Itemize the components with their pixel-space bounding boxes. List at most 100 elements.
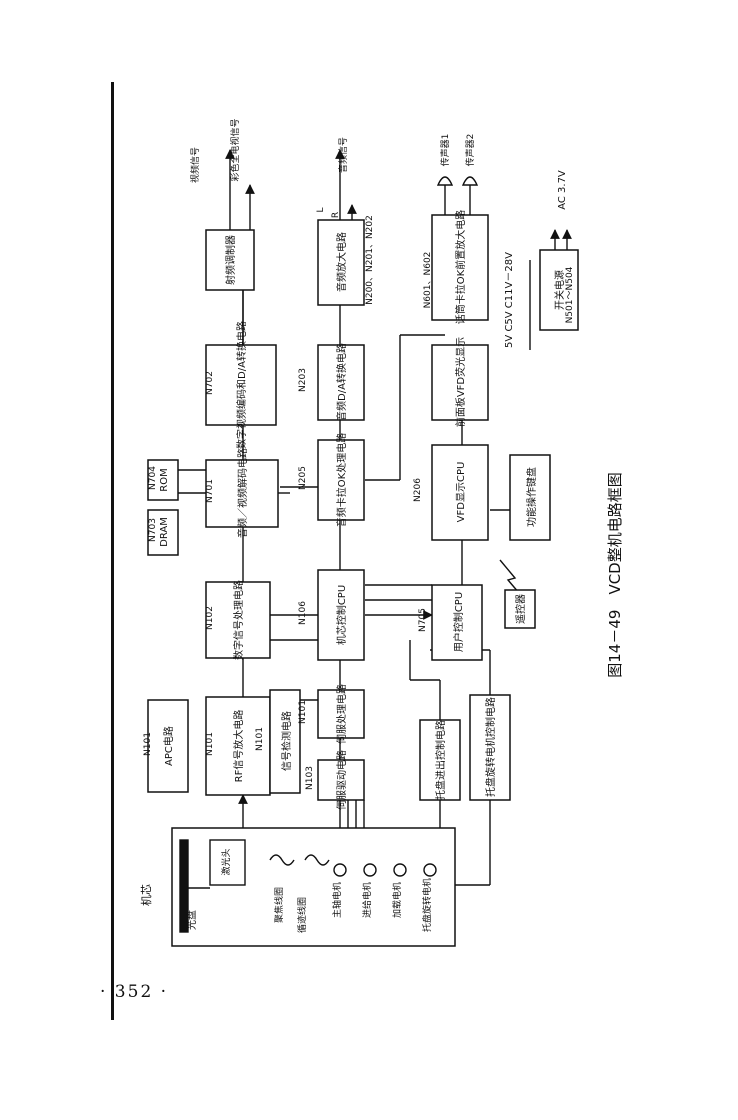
load-motor-label: 加载电机 (391, 882, 403, 918)
block-ref-karaoke-proc: N205 (298, 466, 308, 490)
block-label-video-audio-decoder: 音频／视频解码电路 (236, 448, 249, 538)
block-label-mic-amp: 话筒卡拉OK前置放大电路 (454, 210, 467, 324)
block-label-mech-cpu: 机芯控制CPU (335, 585, 348, 645)
tv-signal-label: 彩色全电视信号 (229, 118, 241, 181)
disc-shape (179, 839, 189, 933)
tracking-coil-icon (304, 854, 330, 866)
block-vfd-panel (431, 344, 489, 421)
block-tray-rotate (469, 694, 511, 801)
block-tray-inout (419, 719, 461, 801)
block-video-audio-decoder (205, 459, 279, 528)
page-number: · 352 · (100, 982, 169, 1002)
focus-coil-label: 聚焦线圈 (273, 887, 285, 923)
spindle-motor-icon (333, 863, 347, 877)
block-label-audio-da: 音频D/A转换电路 (335, 343, 348, 421)
load-motor-icon (393, 863, 407, 877)
block-user-cpu (431, 584, 483, 661)
block-ref-digital-proc: N102 (205, 606, 215, 630)
block-signal-extract (269, 689, 301, 794)
block-ref-audio-amp: N200、N201、N202 (365, 215, 375, 305)
block-apc (147, 699, 189, 793)
block-label-power-supply: 开关电源 (553, 270, 566, 310)
block-label-tray-rotate: 托盘旋转电机控制电路 (484, 697, 497, 797)
disc-label: 光盘 (185, 910, 198, 930)
block-video-encoder (205, 344, 277, 426)
block-label-video-encoder: 数字视频编码和D/A转换电路 (235, 321, 248, 449)
block-ref-apc: N101 (143, 732, 153, 756)
block-label-rom: ROM (159, 468, 170, 491)
block-label-user-cpu: 用户控制CPU (452, 592, 465, 652)
block-label-servo-proc: 伺服处理电路 (335, 684, 348, 744)
audio-signal-label: 音频信号 (337, 137, 349, 173)
block-ref-rom: N704 (148, 466, 158, 490)
laser-head-box (209, 839, 246, 886)
spindle-motor-label: 主轴电机 (331, 882, 343, 918)
sled-motor-label: 进给电机 (361, 882, 373, 918)
block-label-apc: APC电路 (162, 726, 175, 766)
block-vfd-cpu (431, 444, 489, 541)
laser-head-label: 激光头 (220, 848, 232, 875)
connection-lines (162, 149, 572, 886)
block-karaoke-proc (317, 439, 365, 521)
block-dram (147, 509, 179, 556)
block-label-tray-inout: 托盘进出控制电路 (434, 720, 447, 800)
tracking-coil-label: 循迹线圈 (296, 897, 308, 933)
mic1-label: 传声器1 (439, 134, 451, 167)
block-label-rf-modulator: 射频调制器 (224, 235, 237, 285)
block-ref-signal-extract: N101 (255, 727, 265, 751)
blocks (147, 214, 579, 947)
block-label-vfd-panel: 前面板VFD荧光显示 (454, 337, 467, 427)
page-margin-rule (111, 82, 114, 1020)
block-ref-vfd-cpu: N206 (413, 478, 423, 502)
block-ref-audio-da: N203 (298, 368, 308, 392)
block-rom (147, 459, 179, 501)
block-label-signal-extract: 信号检测电路 (280, 711, 293, 771)
block-label-vfd-cpu: VFD显示CPU (455, 462, 467, 523)
power-rails-label: 5V C5V C11V－28V (504, 252, 515, 348)
block-label-remote: 遥控器 (514, 594, 527, 624)
block-label-servo-drive: 伺服驱动电路 (335, 750, 348, 810)
video-signal-label: 视频信号 (189, 147, 201, 183)
microphone-symbols (436, 176, 479, 186)
block-ref-power-supply: N501～N504 (565, 266, 575, 323)
block-digital-proc (205, 581, 271, 659)
block-label-audio-amp: 音频放大电路 (335, 232, 348, 292)
block-servo-proc (317, 689, 365, 739)
block-ref-video-audio-decoder: N701 (205, 479, 215, 503)
microphone-1-icon (436, 176, 454, 186)
block-power-supply (539, 249, 579, 331)
block-label-dram: DRAM (159, 517, 170, 547)
block-label-karaoke-proc: 音频卡拉OK处理电路 (335, 433, 348, 527)
block-ref-user-cpu: N705 (418, 608, 428, 632)
block-audio-amp (317, 219, 365, 306)
block-ref-servo-drive: N103 (305, 766, 315, 790)
block-ref-video-encoder: N702 (205, 371, 215, 395)
block-ref-dram: N703 (148, 518, 158, 542)
microphone-2-icon (461, 176, 479, 186)
mechanism-internals (179, 839, 437, 933)
block-rf-modulator (205, 229, 255, 291)
block-ref-rf-amp: N101 (205, 732, 215, 756)
sled-motor-icon (363, 863, 377, 877)
mic2-label: 传声器2 (464, 134, 476, 167)
tray-motor-icon (423, 863, 437, 877)
block-mic-amp (431, 214, 489, 321)
mechanism-title: 机芯 (139, 884, 153, 906)
block-rf-amp (205, 696, 271, 796)
block-servo-drive (317, 759, 365, 801)
block-label-digital-proc: 数字信号处理电路 (232, 580, 245, 660)
block-ref-mic-amp: N601、N602 (423, 252, 433, 309)
block-audio-da (317, 344, 365, 421)
block-ref-mech-cpu: N106 (298, 601, 308, 625)
focus-coil-icon (269, 854, 295, 866)
tray-motor-label: 托盘旋转电机 (421, 878, 433, 932)
ac-input-label: AC 3.7V (557, 170, 568, 210)
block-ref-servo-proc: N101 (298, 700, 308, 724)
block-keypad (509, 454, 551, 541)
audio-left-label: L (316, 207, 326, 212)
figure-caption: 图14－49 VCD整机电路框图 (606, 472, 624, 677)
audio-right-label: R (331, 212, 341, 218)
